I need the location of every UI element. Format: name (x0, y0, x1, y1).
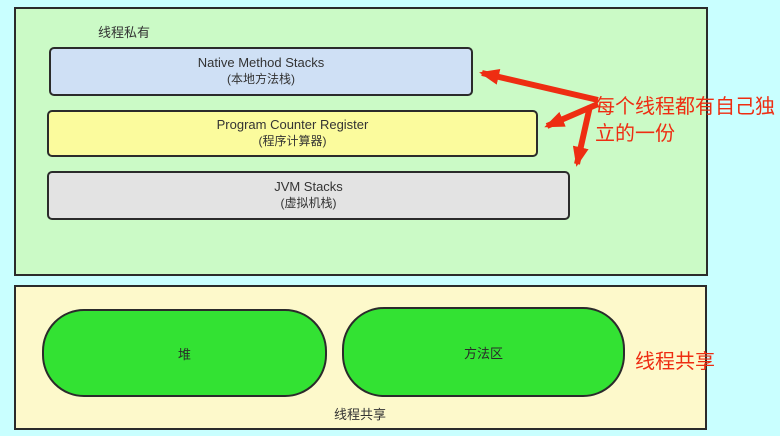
thread-shared-container: 堆 方法区 线程共享 (14, 285, 707, 430)
per-thread-annotation-line2: 立的一份 (595, 123, 675, 145)
jvm-stacks-subtitle: (虚拟机栈) (280, 196, 337, 211)
program-counter-register-title: Program Counter Register (216, 117, 369, 133)
jvm-stacks-title: JVM Stacks (274, 179, 343, 195)
heap-label: 堆 (177, 346, 191, 362)
native-method-stacks-box: Native Method Stacks (本地方法栈) (49, 47, 473, 96)
native-method-stacks-subtitle: (本地方法栈) (227, 72, 295, 87)
method-area-label: 方法区 (463, 345, 503, 361)
thread-shared-side-note: 线程共享 (635, 351, 715, 373)
thread-shared-label: 线程共享 (334, 407, 387, 422)
per-thread-annotation-line1: 每个线程都有自己独 (595, 96, 775, 118)
per-thread-annotation: 每个线程都有自己独 立的一份 (595, 94, 780, 148)
thread-private-label: 线程私有 (98, 25, 151, 40)
program-counter-register-box: Program Counter Register (程序计算器) (47, 110, 538, 157)
native-method-stacks-title: Native Method Stacks (197, 55, 325, 71)
method-area-pill: 方法区 (342, 307, 625, 397)
program-counter-register-subtitle: (程序计算器) (258, 134, 327, 149)
heap-pill: 堆 (42, 309, 327, 397)
jvm-stacks-box: JVM Stacks (虚拟机栈) (47, 171, 570, 220)
